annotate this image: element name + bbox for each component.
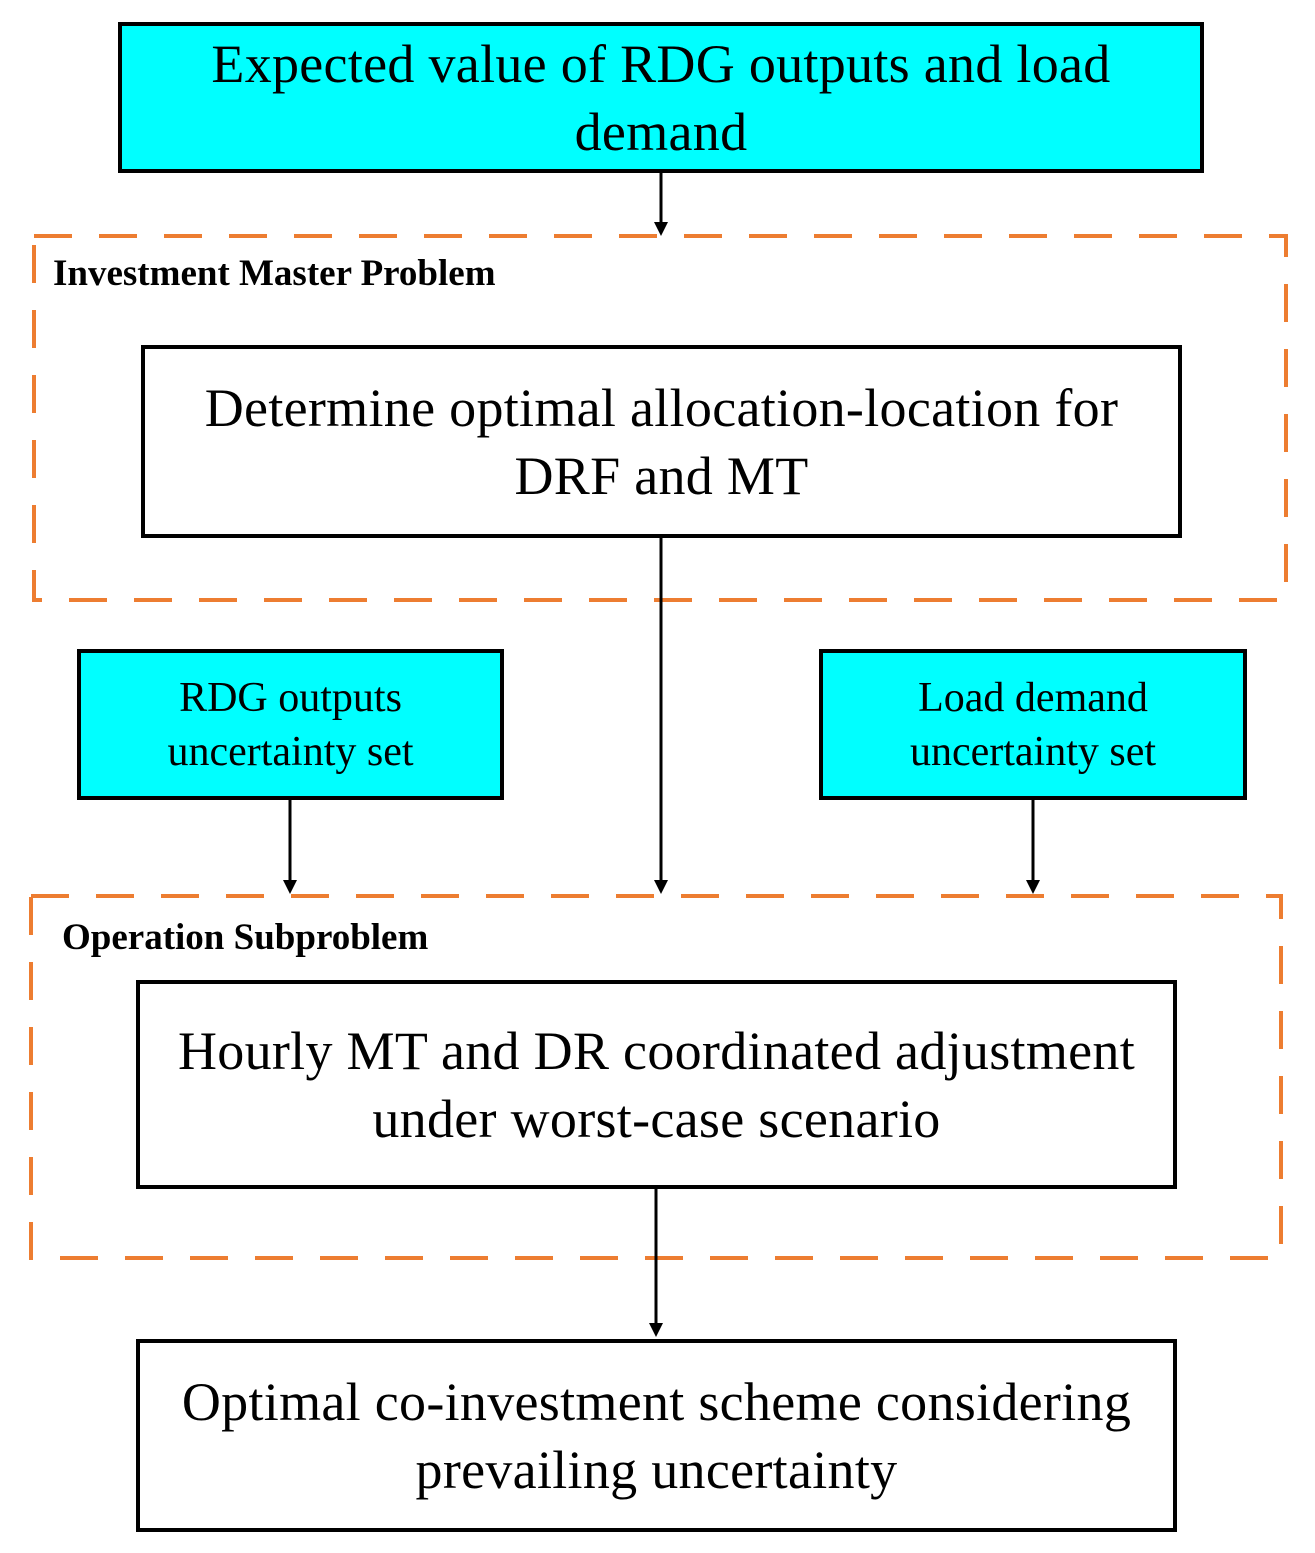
expected-value-line1: Expected value of RDG outputs and load [211, 33, 1111, 94]
rdg-uncertainty-set-node: RDG outputs uncertainty set [77, 649, 504, 800]
arrowhead-rdg-to-sub [283, 880, 297, 894]
investment-master-problem-label: Investment Master Problem [53, 253, 496, 294]
hourly-adjustment-node: Hourly MT and DR coordinated adjustment … [136, 980, 1177, 1189]
optimal-scheme-node: Optimal co-investment scheme considering… [136, 1339, 1177, 1532]
determine-allocation-line2: DRF and MT [514, 445, 809, 506]
expected-value-node: Expected value of RDG outputs and load d… [118, 22, 1204, 173]
arrowhead-load-to-sub [1026, 880, 1040, 894]
optimal-scheme-line2: prevailing uncertainty [415, 1439, 898, 1500]
determine-allocation-line1: Determine optimal allocation-location fo… [204, 377, 1119, 438]
expected-value-line2: demand [574, 101, 748, 162]
hourly-adjustment-line1: Hourly MT and DR coordinated adjustment [177, 1020, 1136, 1081]
load-uncertainty-set-node: Load demand uncertainty set [819, 649, 1247, 800]
arrowhead-expected-to-master [654, 222, 668, 236]
optimal-scheme-line1: Optimal co-investment scheme considering [181, 1371, 1132, 1432]
rdg-uncertainty-line1: RDG outputs [179, 674, 402, 721]
rdg-uncertainty-line2: uncertainty set [167, 728, 414, 775]
load-uncertainty-line1: Load demand [918, 674, 1148, 721]
operation-subproblem-label: Operation Subproblem [62, 917, 429, 958]
arrowhead-determine-to-sub [654, 880, 668, 894]
load-uncertainty-line2: uncertainty set [909, 728, 1157, 775]
hourly-adjustment-line2: under worst-case scenario [372, 1088, 941, 1149]
arrowhead-hourly-to-optimal [649, 1323, 663, 1337]
determine-allocation-node: Determine optimal allocation-location fo… [141, 345, 1182, 538]
